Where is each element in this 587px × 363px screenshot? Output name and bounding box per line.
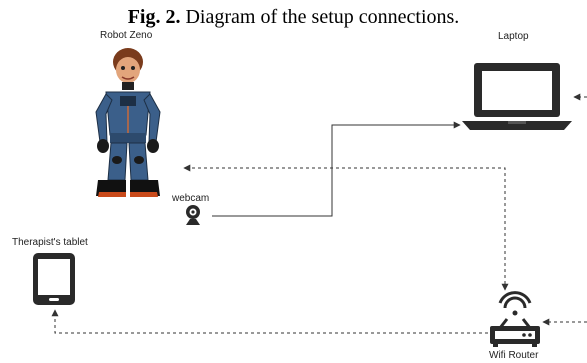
figure-caption: Fig. 2. Diagram of the setup connections… [0,6,587,29]
figure-title: Diagram of the setup connections. [180,6,460,28]
figure-number: Fig. 2. [127,6,181,28]
laptop-icon [462,63,572,130]
webcam-icon [186,205,200,225]
wifi-router-icon [490,291,540,347]
connection-webcam-laptop [212,121,461,217]
tablet-icon [33,253,75,305]
robot-image [95,48,161,197]
laptop-label: Laptop [498,31,529,42]
tablet-label: Therapist's tablet [12,237,88,248]
router-label: Wifi Router [489,350,539,361]
robot-label: Robot Zeno [100,30,153,41]
connection-router-tablet [51,309,488,334]
connection-router-robot [183,164,509,291]
